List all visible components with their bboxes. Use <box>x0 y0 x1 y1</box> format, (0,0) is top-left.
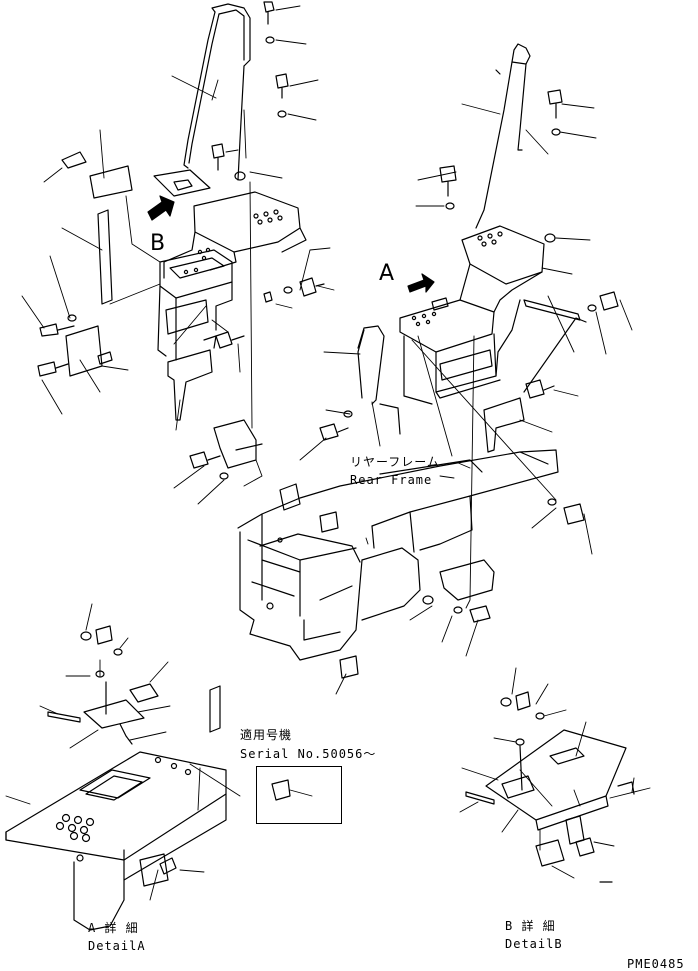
detail-a-label-ja: A 詳 細 <box>88 921 139 935</box>
rear-frame <box>237 449 559 661</box>
left-step-bracket <box>157 191 307 421</box>
view-a-arrow <box>407 273 435 293</box>
right-step-bracket <box>399 225 587 453</box>
serial-box <box>256 766 342 824</box>
left-small-parts <box>37 1 325 480</box>
rear-frame-label-en: Rear Frame <box>350 473 433 487</box>
view-b-arrow <box>147 169 211 221</box>
rear-frame-label-ja: リヤーフレーム <box>350 455 440 469</box>
serial-part <box>271 779 291 801</box>
drawing-code: PME0485 <box>627 957 685 971</box>
detail-a <box>5 625 227 931</box>
view-a-label: A <box>379 261 395 286</box>
serial-label-ja: 適用号機 <box>240 728 293 742</box>
leader-lines <box>5 5 651 901</box>
view-b-label: B <box>150 231 166 256</box>
right-small-parts <box>319 89 619 679</box>
serial-label-en: Serial No.50056～ <box>240 747 377 761</box>
left-handrail <box>183 3 251 181</box>
detail-b-label-en: DetailB <box>505 937 563 951</box>
right-handrail <box>475 43 531 229</box>
detail-a-label-en: DetailA <box>88 939 146 953</box>
detail-b <box>465 691 635 883</box>
detail-b-label-ja: B 詳 細 <box>505 919 556 933</box>
